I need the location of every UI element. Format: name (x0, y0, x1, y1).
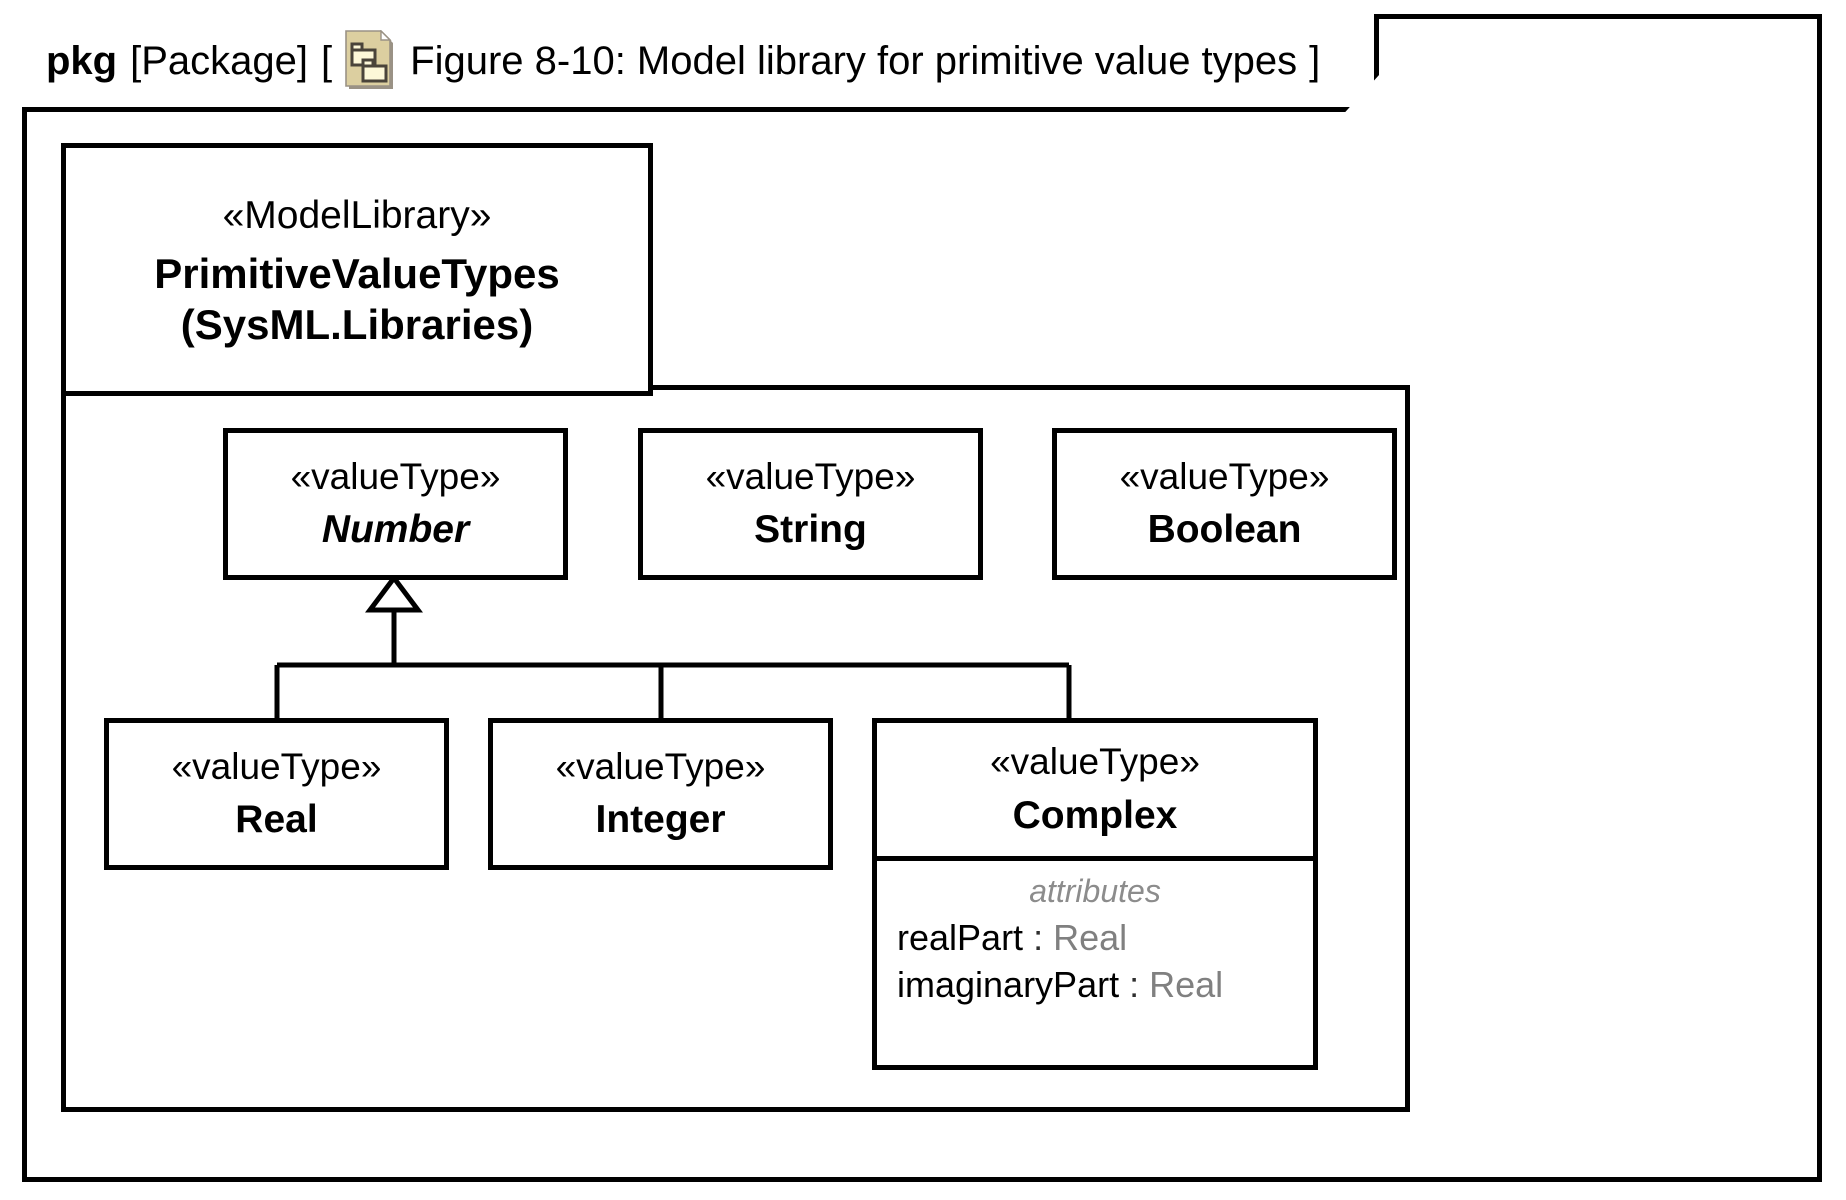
frame-close-bracket: ] (1309, 38, 1321, 83)
attribute-row-realPart[interactable]: realPart : Real (889, 915, 1301, 962)
class-header-number: «valueType» Number (228, 433, 563, 575)
package-header-box[interactable]: «ModelLibrary» PrimitiveValueTypes (SysM… (61, 143, 653, 396)
class-stereotype-number: «valueType» (290, 455, 501, 497)
package-name-line-2: (SysML.Libraries) (180, 301, 534, 348)
class-name-number: Number (321, 508, 470, 552)
class-name-boolean: Boolean (1147, 508, 1302, 552)
class-header-boolean: «valueType» Boolean (1057, 433, 1392, 575)
attribute-type-realPart: Real (1053, 917, 1128, 958)
class-box-integer[interactable]: «valueType» Integer (488, 718, 833, 870)
package-name-line-1: PrimitiveValueTypes (154, 249, 560, 297)
class-stereotype-string: «valueType» (705, 455, 916, 497)
attribute-separator-imaginaryPart: : (1119, 963, 1150, 1005)
attribute-name-realPart: realPart (897, 917, 1024, 958)
attribute-row-imaginaryPart[interactable]: imaginaryPart : Real (889, 962, 1301, 1009)
class-header-integer: «valueType» Integer (493, 723, 828, 865)
class-name-integer: Integer (595, 798, 726, 842)
class-box-string[interactable]: «valueType» String (638, 428, 983, 580)
class-stereotype-complex: «valueType» (990, 741, 1200, 783)
frame-title: Figure 8-10: Model library for primitive… (410, 38, 1298, 83)
package-stereotype: «ModelLibrary» (222, 193, 492, 237)
attributes-compartment-label: attributes (1029, 873, 1161, 909)
class-stereotype-real: «valueType» (171, 745, 382, 787)
class-box-real[interactable]: «valueType» Real (104, 718, 449, 870)
frame-header-tab: pkg [Package] [ Figure 8-10: Model libra… (22, 14, 1379, 112)
attribute-type-imaginaryPart: Real (1149, 963, 1224, 1005)
class-header-real: «valueType» Real (109, 723, 444, 865)
attribute-separator-realPart: : (1023, 917, 1054, 958)
class-box-number[interactable]: «valueType» Number (223, 428, 568, 580)
class-name-complex: Complex (1012, 793, 1178, 837)
frame-open-bracket: [ (321, 38, 333, 83)
class-stereotype-integer: «valueType» (555, 745, 766, 787)
attributes-compartment: attributes realPart : Real imaginaryPart… (877, 861, 1313, 1023)
attribute-name-imaginaryPart: imaginaryPart (897, 963, 1120, 1005)
class-header-complex: «valueType» Complex (877, 723, 1313, 861)
class-name-real: Real (235, 798, 318, 842)
class-box-boolean[interactable]: «valueType» Boolean (1052, 428, 1397, 580)
frame-kind-label: pkg (46, 38, 118, 83)
class-stereotype-boolean: «valueType» (1119, 455, 1330, 497)
class-header-string: «valueType» String (643, 433, 978, 575)
package-diagram-icon (344, 30, 396, 92)
class-name-string: String (754, 508, 867, 552)
class-box-complex[interactable]: «valueType» Complex attributes realPart … (872, 718, 1318, 1070)
frame-meta-label: [Package] (130, 38, 309, 83)
